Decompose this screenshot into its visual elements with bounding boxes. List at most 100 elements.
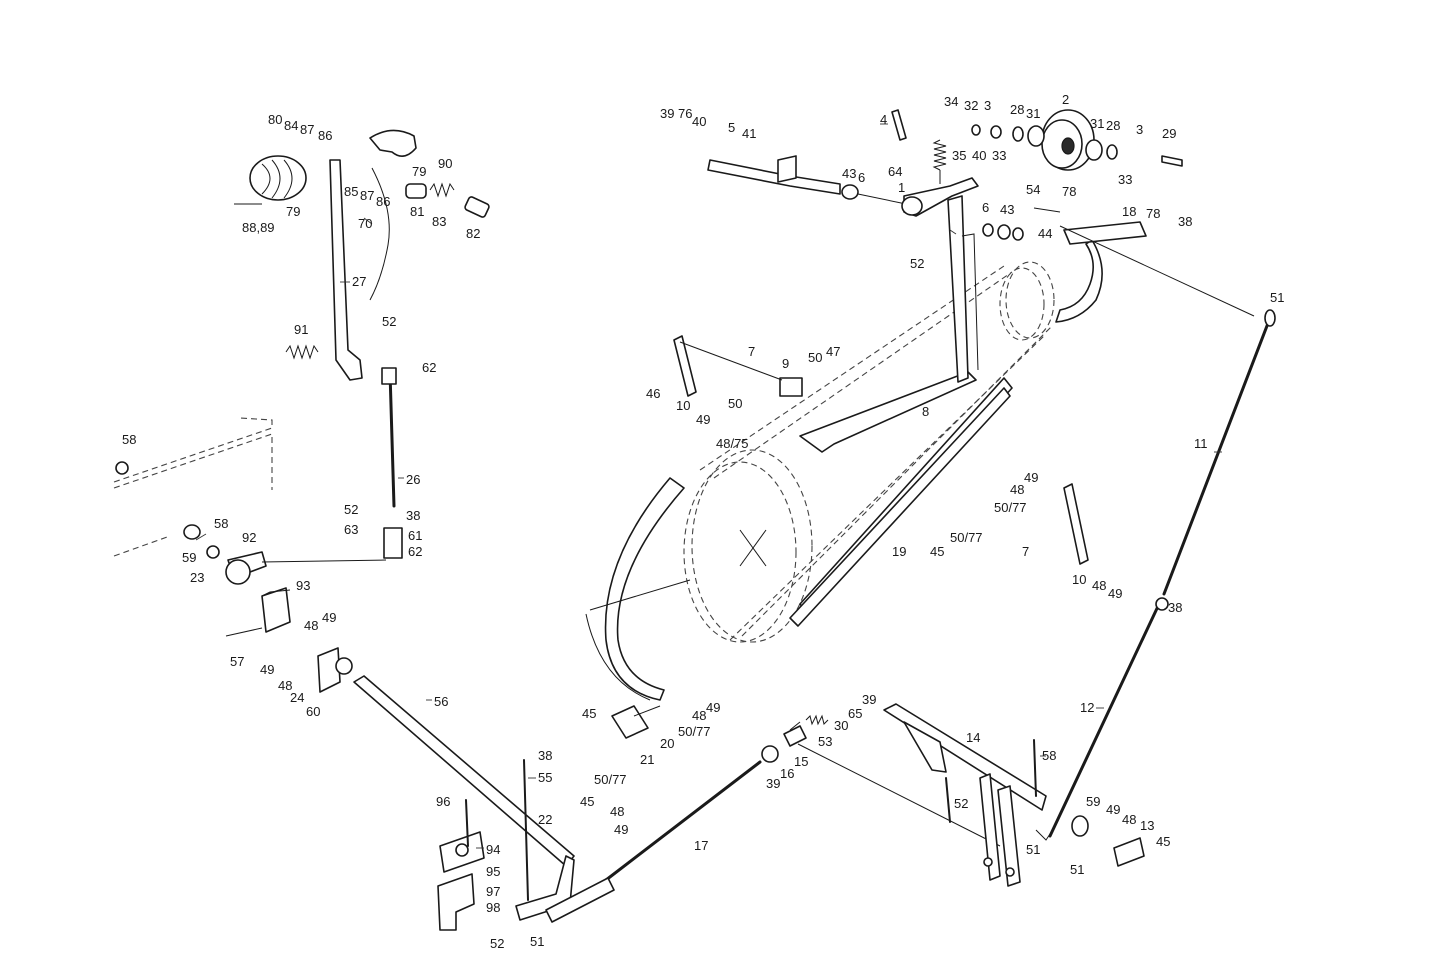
callout: 10 — [676, 398, 690, 413]
callout: 49 — [322, 610, 336, 625]
belt-guard — [604, 477, 685, 701]
bracket-10b — [1063, 483, 1089, 565]
callout: 48 — [1010, 482, 1024, 497]
callout: 33 — [1118, 172, 1132, 187]
callout: 53 — [818, 734, 832, 749]
callout: 49 — [1024, 470, 1038, 485]
callout: 49 — [1108, 586, 1122, 601]
leg-right — [997, 785, 1021, 887]
pivot-group — [183, 524, 575, 931]
callout: 56 — [434, 694, 448, 709]
callout: 45 — [1156, 834, 1170, 849]
callout: 57 — [230, 654, 244, 669]
callout: 26 — [406, 472, 420, 487]
lever-27 — [329, 159, 363, 381]
callout: 29 — [1162, 126, 1176, 141]
plate-24 — [317, 647, 341, 693]
callout: 43 — [1000, 202, 1014, 217]
callout: 90 — [438, 156, 452, 171]
callout: 96 — [436, 794, 450, 809]
callout: 86 — [318, 128, 332, 143]
callout: 61 — [408, 528, 422, 543]
callout: 21 — [640, 752, 654, 767]
callout: 63 — [344, 522, 358, 537]
callout: 48 — [278, 678, 292, 693]
callout: 52 — [382, 314, 396, 329]
callout: 64 — [888, 164, 902, 179]
callout: 13 — [1140, 818, 1154, 833]
part-81 — [405, 183, 427, 199]
callout: 23 — [190, 570, 204, 585]
pin-29 — [1161, 155, 1183, 167]
cable-70 — [369, 167, 390, 301]
callout: 50 — [808, 350, 822, 365]
callout: 47 — [826, 344, 840, 359]
callout: 62 — [408, 544, 422, 559]
callout: 52 — [490, 936, 504, 951]
callout: 87 — [300, 122, 314, 137]
callout: 15 — [794, 754, 808, 769]
callout: 39 — [660, 106, 674, 121]
callout: 62 — [422, 360, 436, 375]
callout: 41 — [742, 126, 756, 141]
bracket-14 — [883, 703, 1047, 811]
callout: 45 — [582, 706, 596, 721]
callout: 45 — [930, 544, 944, 559]
callout: 88,89 — [242, 220, 275, 235]
callout: 81 — [410, 204, 424, 219]
callout: 80 — [268, 112, 282, 127]
callout: 52 — [910, 256, 924, 271]
callout: 84 — [284, 118, 298, 133]
callout: 50/77 — [594, 772, 627, 787]
callout: 14 — [966, 730, 980, 745]
clevis-16 — [783, 725, 807, 747]
callout: 10 — [1072, 572, 1086, 587]
callout: 49 — [260, 662, 274, 677]
callout: 48/75 — [716, 436, 749, 451]
callout: 58 — [1042, 748, 1056, 763]
rod-12 — [1048, 600, 1162, 838]
callout: 58 — [122, 432, 136, 447]
callout: 51 — [1026, 842, 1040, 857]
bracket-14-group — [883, 703, 1145, 887]
callout: 59 — [182, 550, 196, 565]
callout: 51 — [530, 934, 544, 949]
callout: 48 — [304, 618, 318, 633]
callout: 45 — [580, 794, 594, 809]
callout: 54 — [1026, 182, 1040, 197]
callout: 22 — [538, 812, 552, 827]
shaft-5 — [707, 159, 841, 195]
callout: 79 — [412, 164, 426, 179]
callout: 51 — [1070, 862, 1084, 877]
callout: 38 — [1168, 600, 1182, 615]
frame-outline — [113, 417, 273, 557]
callout: 49 — [1106, 802, 1120, 817]
callout: 50 — [728, 396, 742, 411]
callout: 79 — [286, 204, 300, 219]
hand-lever-group — [234, 129, 490, 559]
callout: 31 — [1090, 116, 1104, 131]
callout: 98 — [486, 900, 500, 915]
callout: 24 — [290, 690, 304, 705]
callout: 48 — [1122, 812, 1136, 827]
lever-bracket — [369, 129, 417, 157]
callout: 87 — [360, 188, 374, 203]
callout: 40 — [972, 148, 986, 163]
tensioner-8 — [799, 371, 977, 453]
linkage-bottom — [545, 705, 1001, 923]
callout: 60 — [306, 704, 320, 719]
callout: 27 — [352, 274, 366, 289]
callout: 7 — [748, 344, 755, 359]
callout: 78 — [1146, 206, 1160, 221]
small-pulley — [1005, 261, 1055, 339]
bracket-21 — [611, 705, 649, 739]
spring-35 — [932, 139, 947, 171]
callout: 3 — [984, 98, 991, 113]
bracket-10 — [673, 335, 697, 397]
callout: 20 — [660, 736, 674, 751]
callout: 48 — [692, 708, 706, 723]
arm-56 — [353, 675, 575, 867]
callout: 58 — [214, 516, 228, 531]
callout: 2 — [1062, 92, 1069, 107]
callout: 8 — [922, 404, 929, 419]
